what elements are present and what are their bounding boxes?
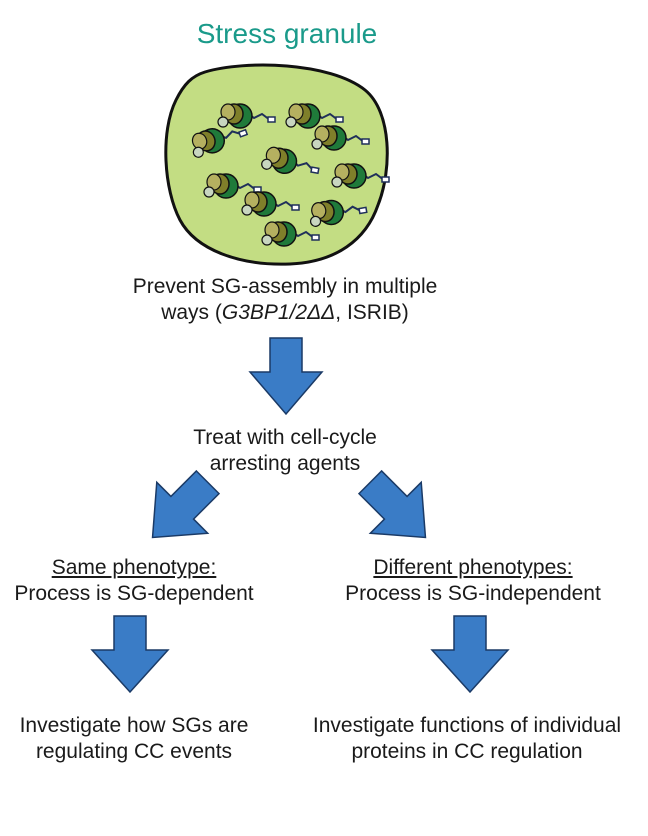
step2-line2: arresting agents xyxy=(209,452,361,475)
left-branch-heading: Same phenotype: xyxy=(51,556,217,579)
left-branch-text: Process is SG-dependent xyxy=(14,582,254,605)
step1-line2-prefix: ways ( xyxy=(161,301,222,324)
diagonal-arrow-left xyxy=(151,469,221,539)
outcome-investigate-proteins: Investigate functions of individual prot… xyxy=(286,713,648,765)
left-outcome-line1: Investigate how SGs are xyxy=(19,714,249,737)
step-treat-agents: Treat with cell-cycle arresting agents xyxy=(140,425,430,477)
diagram-title: Stress granule xyxy=(196,18,378,49)
step-prevent-sg-assembly: Prevent SG-assembly in multiple ways (G3… xyxy=(90,274,480,326)
left-outcome-line2: regulating CC events xyxy=(35,740,233,763)
branch-same-phenotype: Same phenotype: Process is SG-dependent xyxy=(0,555,268,607)
step1-line2-gene: G3BP1/2ΔΔ xyxy=(221,301,336,324)
step2-line1: Treat with cell-cycle xyxy=(193,426,377,449)
diagonal-arrow-right xyxy=(357,469,427,539)
branch-different-phenotypes: Different phenotypes: Process is SG-inde… xyxy=(318,555,628,607)
right-outcome-line1: Investigate functions of individual xyxy=(312,714,622,737)
step1-line2-suffix: , ISRIB) xyxy=(335,301,409,324)
down-arrow-left xyxy=(90,615,170,694)
right-branch-text: Process is SG-independent xyxy=(345,582,601,605)
down-arrow-1 xyxy=(248,337,324,416)
step1-line2: ways (G3BP1/2ΔΔ, ISRIB) xyxy=(90,300,480,326)
right-outcome-line2: proteins in CC regulation xyxy=(351,740,583,763)
down-arrow-right xyxy=(430,615,510,694)
step1-line1: Prevent SG-assembly in multiple xyxy=(132,275,438,298)
outcome-investigate-sgs: Investigate how SGs are regulating CC ev… xyxy=(0,713,268,765)
right-branch-heading: Different phenotypes: xyxy=(373,556,573,579)
